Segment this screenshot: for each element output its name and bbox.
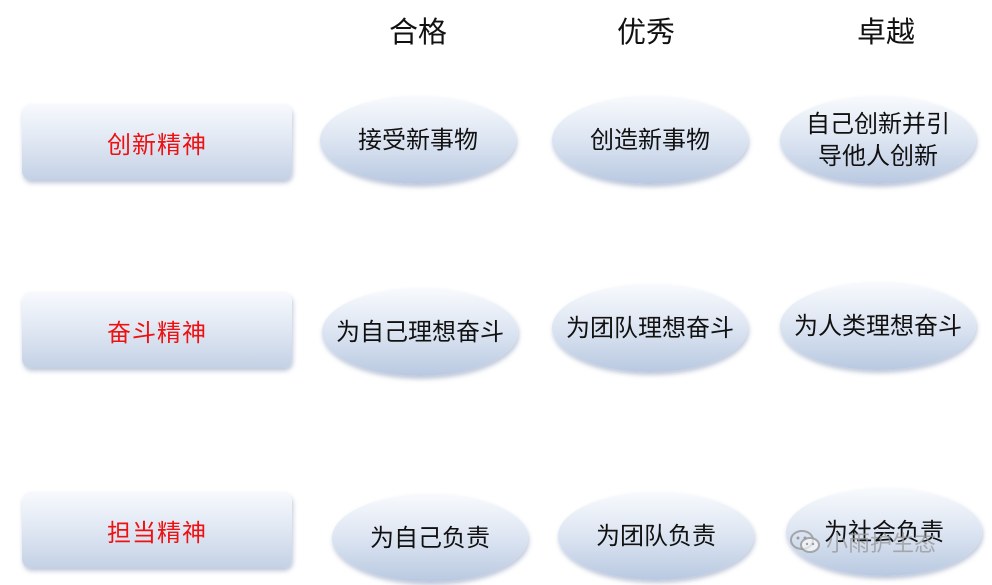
wechat-icon xyxy=(790,529,820,555)
column-header-outstanding: 卓越 xyxy=(856,15,915,49)
row-label-innovation: 创新精神 xyxy=(22,104,292,180)
cell-responsibility-excellent: 为团队负责 xyxy=(558,492,754,580)
watermark-text: 小雨护生态 xyxy=(826,532,937,557)
row-label-responsibility: 担当精神 xyxy=(22,492,292,568)
watermark: 小雨护生态 xyxy=(790,520,936,564)
cell-responsibility-qualified: 为自己负责 xyxy=(332,494,528,582)
column-header-qualified: 合格 xyxy=(388,15,447,49)
cell-striving-outstanding: 为人类理想奋斗 xyxy=(780,282,976,370)
cell-responsibility-outstanding: 为社会负责 xyxy=(786,488,982,576)
cell-innovation-qualified: 接受新事物 xyxy=(320,96,516,184)
column-header-excellent: 优秀 xyxy=(616,15,675,49)
cell-striving-qualified: 为自己理想奋斗 xyxy=(322,288,518,376)
cell-innovation-excellent: 创造新事物 xyxy=(552,96,748,184)
cell-striving-excellent: 为团队理想奋斗 xyxy=(552,284,748,372)
cell-innovation-outstanding: 自己创新并引 导他人创新 xyxy=(780,96,976,184)
row-label-striving: 奋斗精神 xyxy=(22,292,292,368)
